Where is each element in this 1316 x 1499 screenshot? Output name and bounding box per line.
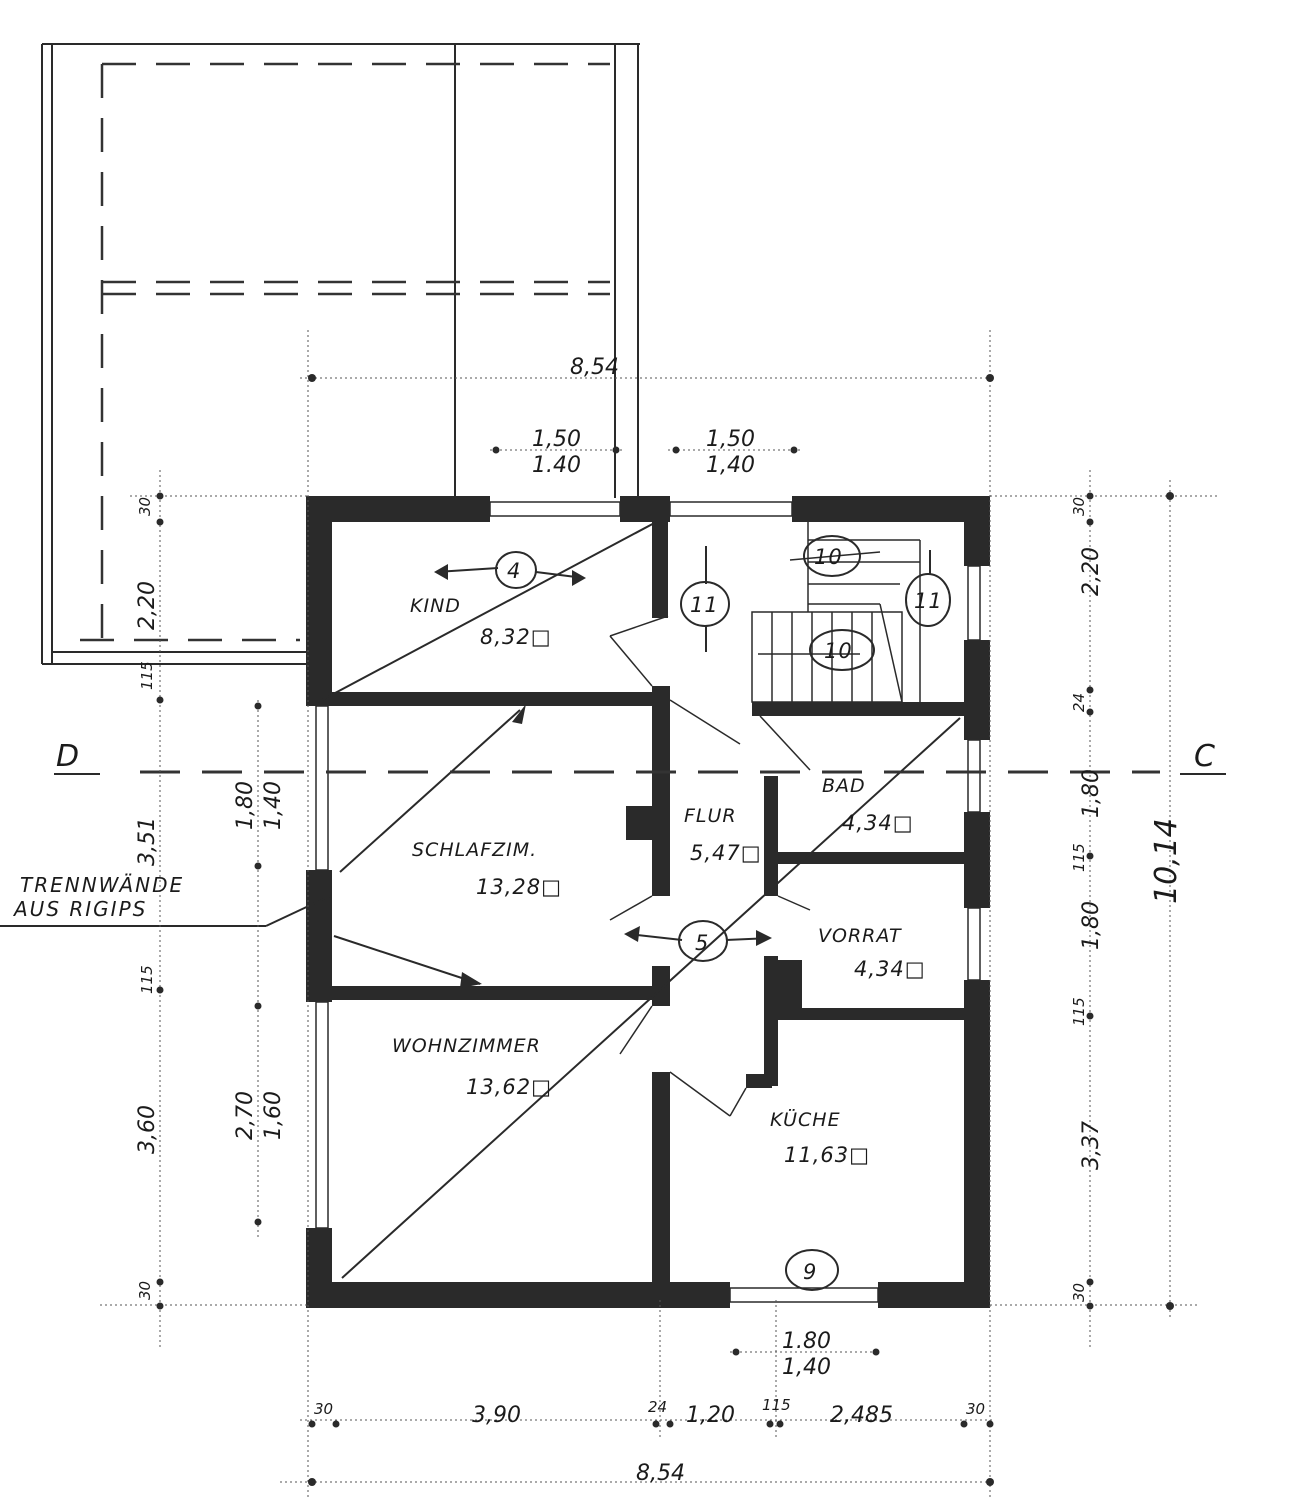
dim-left-115b: 115: [138, 965, 156, 994]
dim-left-win2-b: 1,60: [261, 1091, 286, 1140]
staircase: [751, 522, 921, 703]
dimension-dots: [156, 374, 1174, 1486]
room-kind-area: 8,32□: [480, 625, 552, 649]
dimension-lines: [100, 330, 1220, 1499]
dim-left-win2-a: 2,70: [233, 1091, 258, 1140]
marker-11a: 11: [690, 593, 719, 617]
room-wohn-name: WOHNZIMMER: [392, 1035, 541, 1057]
blank-area: [848, 30, 1316, 315]
diagonals: [0, 519, 961, 1279]
dim-top-win1-a: 1,50: [532, 427, 581, 452]
dim-bottom-115: 115: [762, 1396, 791, 1414]
dim-left-220: 2,20: [135, 581, 160, 630]
dim-left-360: 3,60: [135, 1105, 160, 1154]
dim-top-win2-b: 1,40: [706, 453, 755, 478]
exterior-walls: [306, 496, 990, 1308]
room-bad-area: 4,34□: [842, 811, 914, 835]
room-kind-name: KIND: [410, 595, 461, 617]
windows: [315, 501, 981, 1303]
dim-left-win1-b: 1,40: [261, 781, 286, 830]
dim-bottom-total: 8,54: [636, 1461, 685, 1486]
marker-10a: 10: [814, 545, 843, 569]
dim-right-30top: 30: [1070, 497, 1088, 516]
dim-top-win1-b: 1.40: [532, 453, 581, 478]
dim-bottom-2485: 2,485: [830, 1403, 893, 1428]
dim-right-30bot: 30: [1070, 1283, 1088, 1302]
room-wohn-area: 13,62□: [466, 1075, 552, 1099]
dim-bottom-30b: 30: [966, 1400, 985, 1418]
note-line1: TRENNWÄNDE: [20, 873, 184, 897]
dim-left-30bot: 30: [136, 1281, 154, 1300]
marker-10b: 10: [824, 639, 853, 663]
horizontal-dimensions: 8,54 1,50 1.40 1,50 1,40 1.80 1,40 30 3,…: [314, 355, 985, 1486]
dim-top-win2-a: 1,50: [706, 427, 755, 452]
dim-right-115a: 115: [1070, 843, 1088, 872]
dim-right-180b: 1,80: [1079, 901, 1104, 950]
dim-right-220: 2,20: [1079, 547, 1104, 596]
dim-bottom-390: 3,90: [472, 1403, 521, 1428]
room-bad-name: BAD: [822, 775, 866, 797]
dim-left-30top: 30: [136, 497, 154, 516]
interior-walls: [332, 522, 964, 1284]
markers: 4 11 10 11 10 5 9: [434, 535, 951, 1291]
dim-bottom-120: 1,20: [686, 1403, 735, 1428]
room-vorrat-area: 4,34□: [854, 957, 926, 981]
dim-right-115b: 115: [1070, 997, 1088, 1026]
door-swings: [609, 615, 811, 1117]
dim-bottom-win-b: 1,40: [782, 1355, 831, 1380]
room-kueche-area: 11,63□: [784, 1143, 870, 1167]
dim-left-351: 3,51: [135, 817, 160, 866]
room-flur-area: 5,47□: [690, 841, 762, 865]
dim-right-total: 10,14: [1149, 818, 1184, 904]
annex-outline: [41, 43, 640, 665]
room-kueche-name: KÜCHE: [770, 1108, 841, 1131]
marker-11b: 11: [914, 589, 943, 613]
dim-right-180a: 1,80: [1079, 769, 1104, 818]
dim-right-24: 24: [1070, 693, 1088, 712]
marker-9: 9: [803, 1260, 817, 1284]
right-dimensions: 30 2,20 24 1,80 115 1,80 115 3,37 30 10,…: [1070, 497, 1184, 1302]
dim-right-337: 3,37: [1079, 1121, 1104, 1170]
room-labels: KIND 8,32□ SCHLAFZIM. 13,28□ WOHNZIMMER …: [392, 595, 926, 1167]
dim-top-total: 8,54: [570, 355, 619, 380]
dim-left-115a: 115: [138, 661, 156, 690]
room-schlaf-area: 13,28□: [476, 875, 562, 899]
note-line2: AUS RIGIPS: [12, 897, 147, 921]
section-label-c: C: [1194, 739, 1215, 774]
left-dimensions: 30 2,20 115 3,51 115 3,60 30 1,80 1,40 2…: [135, 497, 286, 1300]
dim-left-win1-a: 1,80: [233, 781, 258, 830]
room-flur-name: FLUR: [684, 805, 737, 827]
marker-4: 4: [507, 559, 521, 583]
dim-bottom-24: 24: [648, 1398, 667, 1416]
dim-bottom-30a: 30: [314, 1400, 333, 1418]
room-vorrat-name: VORRAT: [818, 925, 902, 947]
room-schlaf-name: SCHLAFZIM.: [412, 839, 537, 861]
marker-5: 5: [695, 931, 709, 955]
dim-bottom-win-a: 1.80: [782, 1329, 831, 1354]
section-label-d: D: [56, 739, 79, 774]
